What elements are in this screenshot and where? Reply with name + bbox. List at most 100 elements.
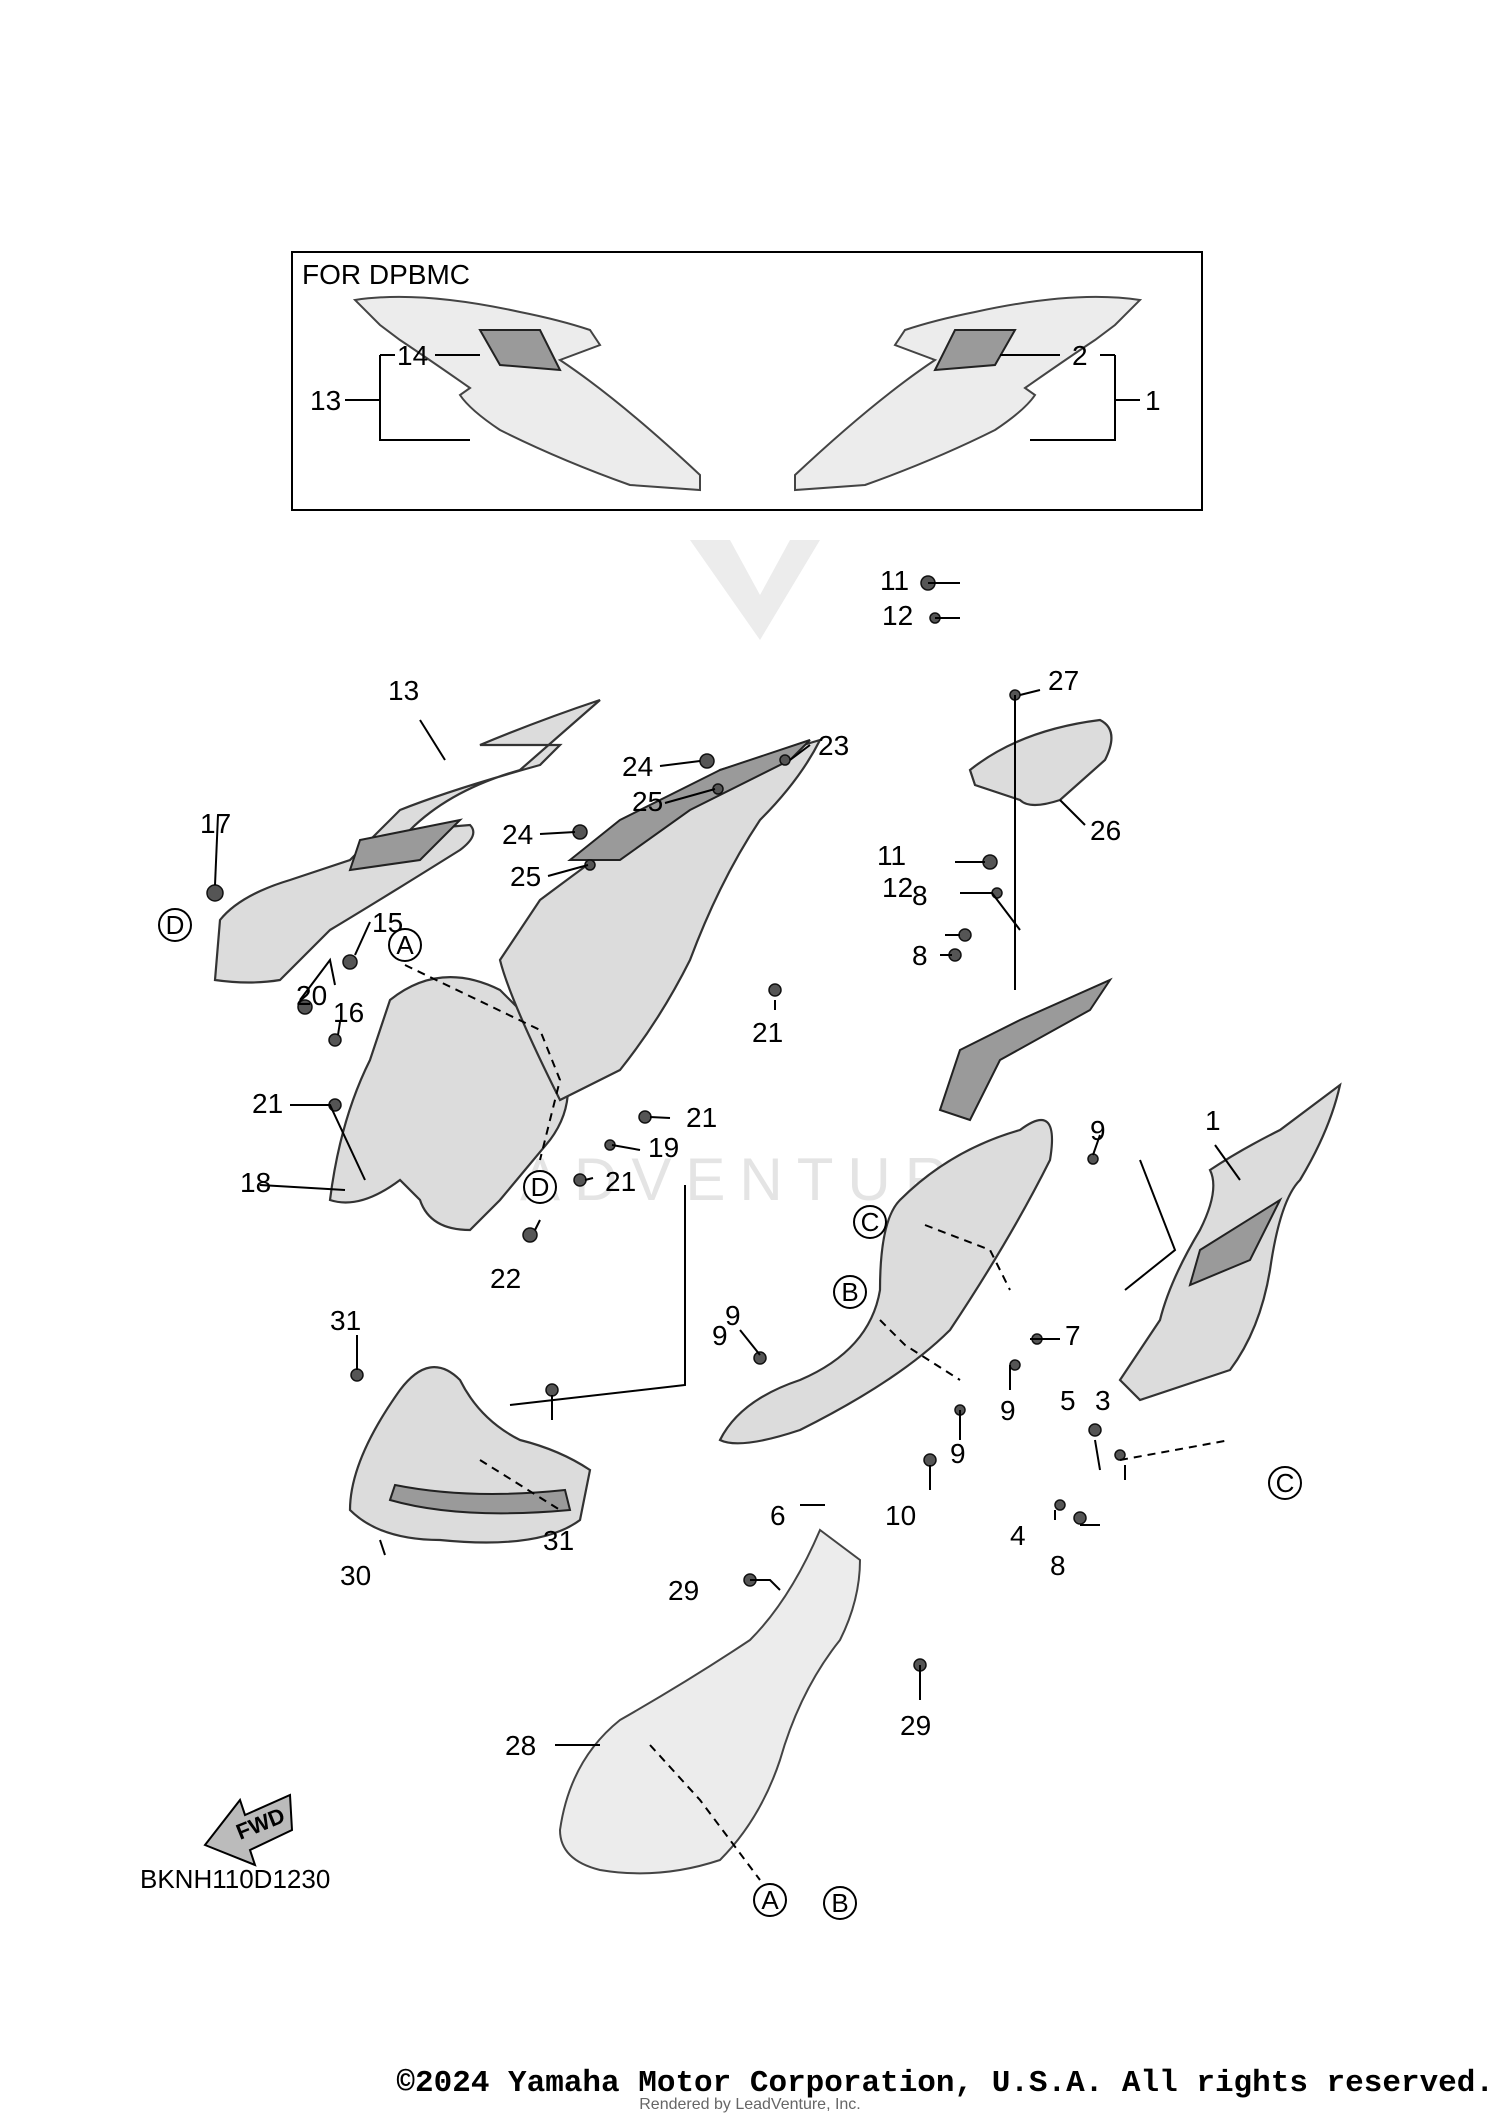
marker-a-1: A <box>396 930 414 960</box>
callout-31b: 31 <box>543 1525 574 1556</box>
bolt-24a <box>699 753 715 769</box>
bolt-20 <box>297 999 313 1015</box>
part-6-tail-rail <box>938 977 1113 1122</box>
callout-9c: 9 <box>950 1438 966 1469</box>
part-6-tail-panel <box>718 1119 1054 1445</box>
bolt-21d <box>573 1173 587 1187</box>
bolt-9a <box>1087 1153 1099 1165</box>
callout-31a: 31 <box>330 1305 361 1336</box>
callout-27: 27 <box>1048 665 1079 696</box>
callouts: 1 3 4 5 6 7 8 8 8 9 9 9 9 9 10 11 11 12 … <box>200 565 1221 1761</box>
callout-25a: 25 <box>632 786 663 817</box>
reference-lines <box>404 964 1231 1881</box>
callout-4: 4 <box>1010 1520 1026 1551</box>
bolt-4 <box>1054 1499 1066 1511</box>
bolt-10 <box>923 1453 937 1467</box>
callout-9e: 9 <box>712 1320 728 1351</box>
callout-30: 30 <box>340 1560 371 1591</box>
part-28-under-tray <box>558 1528 862 1875</box>
callout-18: 18 <box>240 1167 271 1198</box>
bolt-8a <box>958 928 972 942</box>
inset-callout-1: 1 <box>1145 385 1161 416</box>
callout-29b: 29 <box>900 1710 931 1741</box>
bolt-11a <box>982 854 998 870</box>
callout-7: 7 <box>1065 1320 1081 1351</box>
bolt-5 <box>1088 1423 1102 1437</box>
fwd-arrow-icon: FWD <box>203 1793 294 1867</box>
inset-title: FOR DPBMC <box>302 259 470 290</box>
callout-1: 1 <box>1205 1105 1221 1136</box>
reference-markers: A A B B C C D D <box>158 908 1302 1920</box>
bolt-31b <box>545 1383 559 1397</box>
inset-callout-14: 14 <box>397 340 428 371</box>
callout-5: 5 <box>1060 1385 1076 1416</box>
marker-a-2: A <box>761 1885 779 1915</box>
callout-21c: 21 <box>686 1102 717 1133</box>
inset-bracket-left <box>345 354 480 441</box>
inset-callout-13: 13 <box>310 385 341 416</box>
callout-22: 22 <box>490 1263 521 1294</box>
bolt-17 <box>206 884 224 902</box>
part-26-grab-bar <box>968 718 1113 807</box>
bolt-9d <box>753 1351 767 1365</box>
diagram-code: BKNH110D1230 <box>140 1864 330 1894</box>
marker-d-1: D <box>166 910 185 940</box>
callout-3: 3 <box>1095 1385 1111 1416</box>
rendered-by-notice: Rendered by LeadVenture, Inc. <box>639 2096 861 2113</box>
part-18-inner-panel <box>328 976 570 1232</box>
callout-24b: 24 <box>502 819 533 850</box>
part-upper-rail <box>567 739 811 861</box>
part-13-graphic <box>348 818 464 872</box>
callout-6: 6 <box>770 1500 786 1531</box>
marker-d-2: D <box>531 1172 550 1202</box>
leader-lines <box>214 582 1241 1746</box>
callout-25b: 25 <box>510 861 541 892</box>
callout-28: 28 <box>505 1730 536 1761</box>
bolt-31a <box>350 1368 364 1382</box>
callout-21b: 21 <box>252 1088 283 1119</box>
callout-21a: 21 <box>752 1017 783 1048</box>
callout-23: 23 <box>818 730 849 761</box>
bolt-8c <box>1073 1511 1087 1525</box>
callout-16: 16 <box>333 997 364 1028</box>
callout-19: 19 <box>648 1132 679 1163</box>
bolt-15 <box>342 954 358 970</box>
callout-21d: 21 <box>605 1166 636 1197</box>
callout-11a: 11 <box>880 565 909 596</box>
callout-24a: 24 <box>622 751 653 782</box>
callout-8c: 8 <box>1050 1550 1066 1581</box>
callout-9a: 9 <box>1090 1115 1106 1146</box>
part-30-inner-trim <box>388 1483 572 1515</box>
callout-29a: 29 <box>668 1575 699 1606</box>
bolt-9b <box>1009 1359 1021 1371</box>
callout-26: 26 <box>1090 815 1121 846</box>
marker-b-1: B <box>841 1277 858 1307</box>
bolt-21c <box>638 1110 652 1124</box>
bolt-22 <box>522 1227 538 1243</box>
inset-left-cover <box>352 295 701 492</box>
inset-box: FOR DPBMC 13 14 2 1 <box>291 251 1203 511</box>
bolt-23 <box>779 754 791 766</box>
inset-callout-2: 2 <box>1072 340 1088 371</box>
callout-11b: 11 <box>877 840 906 871</box>
callout-8a: 8 <box>912 880 928 911</box>
inset-right-graphic <box>933 329 1017 372</box>
callout-8b: 8 <box>912 940 928 971</box>
inset-left-graphic <box>478 329 562 372</box>
copyright-notice: ©2024 Yamaha Motor Corporation, U.S.A. A… <box>396 2066 1494 2101</box>
bolt-16 <box>328 1033 342 1047</box>
callout-17: 17 <box>200 808 231 839</box>
callout-9b: 9 <box>1000 1395 1016 1426</box>
callout-20: 20 <box>296 980 327 1011</box>
callout-12b: 12 <box>882 872 913 903</box>
marker-b-2: B <box>831 1888 848 1918</box>
part-1-graphic <box>1188 1197 1283 1287</box>
bolt-21b <box>768 983 782 997</box>
marker-c-2: C <box>1276 1468 1295 1498</box>
callout-13: 13 <box>388 675 419 706</box>
callout-10: 10 <box>885 1500 916 1531</box>
inset-right-cover <box>794 295 1143 492</box>
bolt-24b <box>572 824 588 840</box>
callout-12a: 12 <box>882 600 913 631</box>
